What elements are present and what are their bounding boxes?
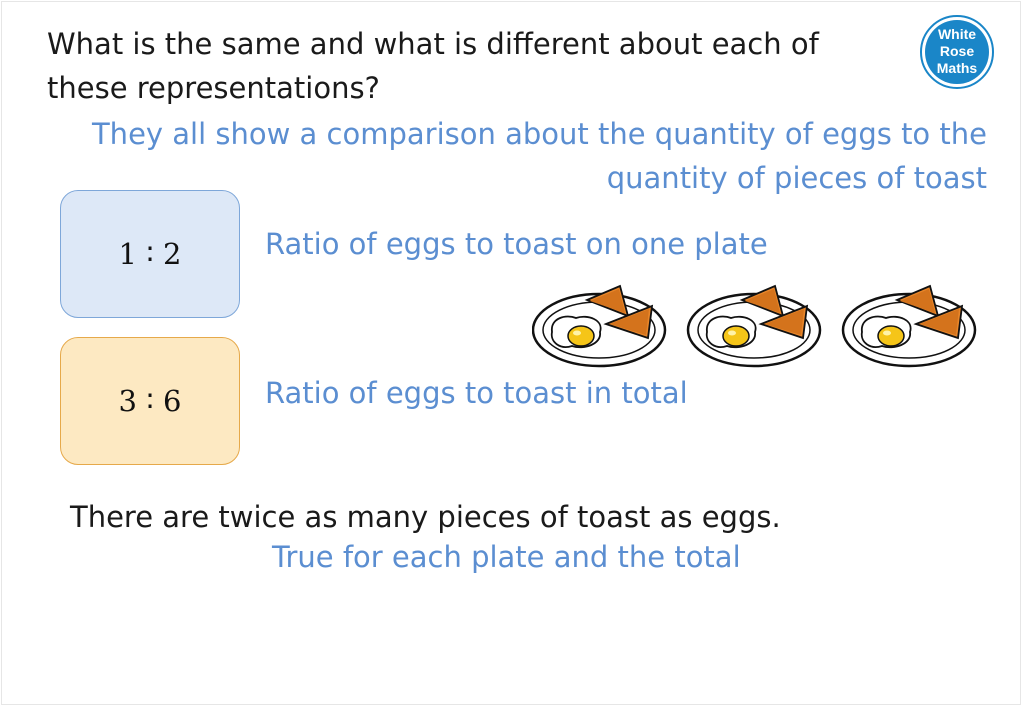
plate-1 (532, 284, 667, 368)
plate-2 (686, 284, 822, 368)
ratio-box-total: 3 ∶ 6 (60, 337, 240, 465)
plate-3 (841, 284, 977, 368)
ratio-label-total: Ratio of eggs to toast in total (265, 376, 688, 410)
ratio-label-one-plate: Ratio of eggs to toast on one plate (265, 227, 768, 261)
statement-text: There are twice as many pieces of toast … (70, 500, 781, 534)
logo-line-3: Maths (937, 60, 978, 76)
ratio-value: 1 ∶ 2 (118, 237, 182, 271)
logo-line-2: Rose (940, 43, 974, 59)
logo-line-1: White (938, 26, 976, 42)
statement-answer-text: True for each plate and the total (272, 540, 741, 574)
white-rose-maths-logo: White Rose Maths (920, 15, 994, 89)
breakfast-plates-illustration (532, 284, 977, 368)
ratio-box-one-plate: 1 ∶ 2 (60, 190, 240, 318)
ratio-value: 3 ∶ 6 (118, 384, 182, 418)
answer-same-text: They all show a comparison about the qua… (91, 117, 987, 195)
question-text: What is the same and what is different a… (47, 27, 819, 105)
